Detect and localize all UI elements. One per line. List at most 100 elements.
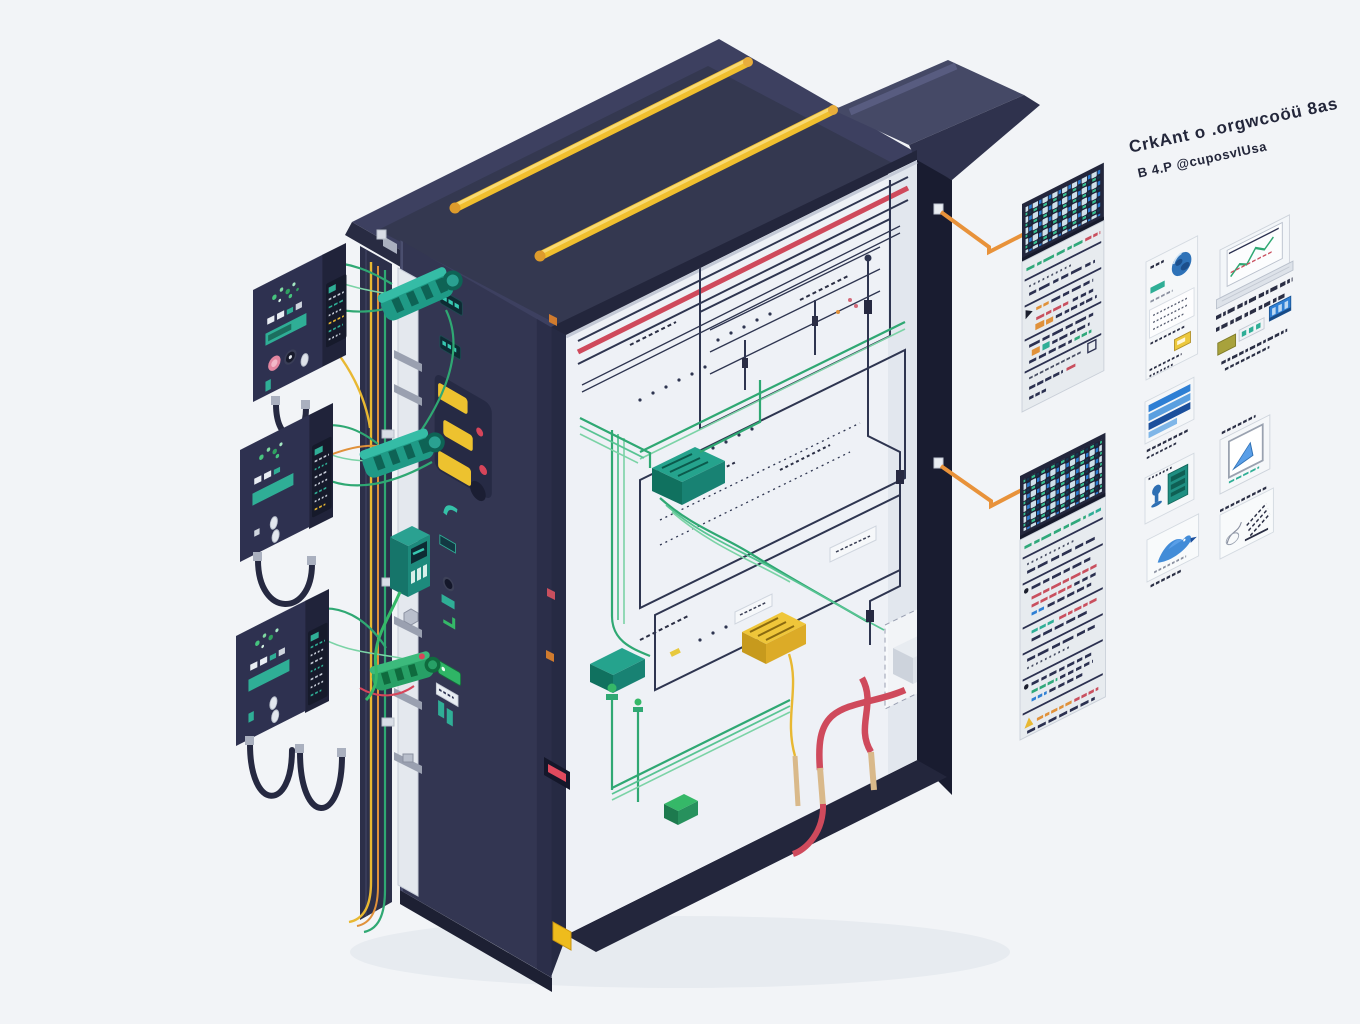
- lid-corner-fill: [909, 95, 1040, 180]
- red-bus-line: [576, 185, 910, 355]
- card-text: [1149, 352, 1182, 372]
- relay-block-1: [652, 447, 725, 505]
- cable-tip: [295, 744, 304, 753]
- laptop-chart-card: [1215, 214, 1294, 310]
- laptop-screen: [1226, 221, 1283, 288]
- cable-tip: [301, 400, 310, 409]
- caption-strip: [1146, 429, 1188, 453]
- chart-frame-line: [1228, 227, 1279, 255]
- oval-button: [271, 529, 280, 543]
- teal-chip: [1150, 280, 1165, 294]
- header-lip: [1020, 492, 1106, 540]
- gray-stub: [402, 753, 414, 763]
- plug-cap: [376, 229, 387, 240]
- panel-text: [1153, 296, 1189, 317]
- chart-line-green: [1230, 236, 1274, 278]
- keypad-matrix: [1023, 439, 1102, 532]
- drive-label-panel: [312, 436, 332, 518]
- cabinet-lid: [345, 39, 1040, 360]
- orange-link-wire-2: [939, 464, 1038, 510]
- frame-top-band: [551, 150, 917, 337]
- drive-label-panel: [308, 622, 328, 706]
- red-exit-cable-1: [816, 687, 907, 771]
- door-bottom-band: [400, 890, 552, 992]
- cable-tip: [253, 552, 262, 561]
- lid-right-step: [833, 60, 1024, 145]
- button-row: [267, 301, 302, 325]
- teal-caption: [1228, 466, 1260, 484]
- wire-clip: [812, 316, 818, 326]
- green-risers: [579, 417, 652, 658]
- teal-mini-strip: [1238, 316, 1265, 343]
- bird-icon: [1157, 535, 1197, 563]
- drive-display-strip: [252, 472, 294, 506]
- oval-button: [269, 696, 278, 710]
- card-text: [1150, 325, 1186, 345]
- chart-line-red: [1230, 251, 1272, 274]
- teal-bar: [438, 700, 445, 719]
- globe-icon: [1171, 251, 1192, 277]
- orange-link-wire-1: [939, 210, 1035, 256]
- block-line: [709, 246, 881, 331]
- white-display: [435, 682, 459, 708]
- frame-marker: [547, 588, 555, 600]
- cabinet-right-wall: [917, 160, 952, 795]
- oval-button: [271, 709, 280, 724]
- teal-tag: [248, 710, 254, 723]
- vfd-drive: [364, 526, 430, 702]
- blue-chip: [1268, 295, 1292, 322]
- cable-tip: [817, 767, 826, 807]
- checklist-panel-1: [1021, 162, 1105, 413]
- caption-strip: [1221, 328, 1288, 365]
- microtext-lines: [1022, 507, 1103, 734]
- terminal-block-yellow: [742, 612, 806, 664]
- oval-button: [269, 516, 278, 530]
- hook-glyph-icon: [443, 505, 458, 516]
- drive-label-panel: [326, 274, 347, 348]
- card-text: [1148, 466, 1172, 481]
- link-cap: [933, 457, 944, 469]
- blue-bar: [1148, 417, 1178, 439]
- green-run: [699, 380, 762, 453]
- caption-strip: [1221, 414, 1256, 435]
- microtext-strip: [1216, 277, 1293, 320]
- display-digits: [442, 295, 460, 310]
- red-indicator: [548, 764, 566, 782]
- tray-cable-hook: [363, 889, 387, 934]
- bus-line: [581, 232, 901, 393]
- label-plate: [829, 525, 877, 563]
- card-title-text: [1150, 259, 1164, 269]
- relay-block-2: [590, 648, 645, 693]
- rocker-button-1: [438, 383, 468, 414]
- cable-tip: [792, 755, 801, 807]
- caption-strip: [1220, 486, 1267, 513]
- tray-top-plug: [383, 236, 397, 254]
- rocker-shadow: [470, 480, 486, 502]
- bulb-icon: [1151, 484, 1162, 508]
- interior-top-shadow: [565, 160, 918, 339]
- yellow-label: [552, 921, 572, 951]
- vfd-left: [390, 537, 408, 597]
- red-exit-cable-2: [859, 676, 874, 754]
- frame-bottom-band: [566, 760, 947, 952]
- vfd-top: [390, 526, 430, 546]
- label-plate: [734, 593, 773, 625]
- top-rail-2: [534, 105, 838, 262]
- drive-unit-2: [240, 403, 333, 607]
- pink-button-center: [271, 359, 278, 368]
- sketch-base: [1244, 527, 1269, 542]
- indicator-dot: [476, 427, 484, 437]
- rocker-button-3: [438, 451, 472, 486]
- block-line: [709, 268, 881, 353]
- component-chips: [1216, 277, 1293, 371]
- blue-bar: [1148, 393, 1191, 422]
- bus-line: [577, 199, 909, 365]
- button-row: [254, 466, 281, 485]
- mini-display: [439, 534, 456, 554]
- blue-bar: [1148, 402, 1191, 431]
- frame-left-column: [551, 327, 566, 977]
- green-bus: [639, 321, 906, 453]
- teal-component-card: [1144, 452, 1195, 525]
- led-cluster: [272, 282, 299, 303]
- cable-tip: [868, 751, 877, 791]
